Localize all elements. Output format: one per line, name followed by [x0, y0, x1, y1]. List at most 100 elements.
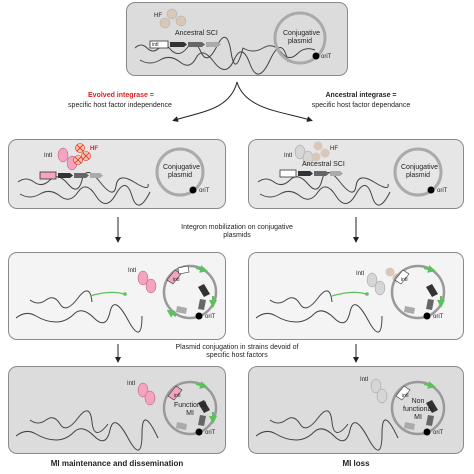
chromosome-line — [17, 172, 149, 193]
intI-protein — [374, 280, 386, 296]
mi-cassette — [176, 306, 187, 314]
green-marker — [195, 265, 208, 273]
oriT-label: oriT — [205, 430, 216, 436]
mi-cassette — [198, 415, 206, 426]
plasmid-label: Conjugative plasmid — [163, 164, 200, 179]
mi-cassette — [426, 299, 434, 310]
oriT-label: oriT — [433, 430, 444, 436]
hf-protein — [166, 8, 178, 20]
intI-gene — [279, 169, 297, 178]
hf-crossed — [73, 143, 91, 165]
oriT-dot — [427, 186, 435, 194]
step-mobilization: Integron mobilization on conjugative pla… — [181, 224, 293, 239]
oriT-dot — [423, 312, 431, 320]
cassette-arrow — [206, 42, 221, 47]
green-path — [331, 291, 367, 297]
outcome-left: MI maintenance and dissemination — [50, 459, 184, 468]
cassette-arrow — [314, 171, 329, 176]
oriT-dot — [195, 428, 203, 436]
oriT-dot — [189, 186, 197, 194]
mi-status-label: Functional MI — [174, 402, 207, 417]
intI-protein-label: IntI — [44, 153, 53, 159]
plasmid — [155, 147, 205, 197]
mi-cassette — [166, 269, 182, 285]
plasmid — [162, 380, 218, 436]
chromosome-line — [269, 410, 349, 433]
chromosome-line — [259, 185, 391, 206]
mi-status-label: Non functional MI — [403, 398, 433, 421]
left-branch-subtitle: specific host factor independence — [68, 102, 172, 109]
right-branch-title: Ancestral integrase = — [325, 92, 397, 99]
intI-protein-label: IntI — [284, 153, 293, 159]
sci-label: Ancestral SCI — [175, 30, 218, 37]
plasmid — [393, 147, 443, 197]
mi-cassette — [426, 400, 438, 413]
intI-protein — [366, 272, 378, 288]
hf-protein — [175, 15, 187, 27]
chromosome-line — [15, 419, 159, 451]
intI-protein — [294, 144, 306, 160]
mi-cassette — [395, 385, 411, 401]
intI-gene-label: intI — [174, 393, 181, 399]
outcome-right: MI loss — [342, 459, 370, 468]
right-branch-subtitle: specific host factor dependance — [311, 102, 411, 109]
oriT-dot — [312, 52, 320, 60]
cassette-arrow — [298, 171, 313, 176]
oriT-label: oriT — [437, 188, 448, 194]
chromosome-line — [255, 304, 383, 333]
plasmid-label: Conjugative plasmid — [283, 30, 320, 45]
intI-gene — [39, 171, 57, 180]
intI-gene-label: intI — [173, 277, 180, 283]
plasmid — [390, 264, 446, 320]
intI-gene — [149, 40, 169, 49]
oriT-label: oriT — [205, 314, 216, 320]
intI-protein-label: IntI — [128, 268, 137, 274]
chromosome-line — [29, 290, 93, 309]
mi-cassette — [167, 385, 183, 401]
intI-gene-label: intI — [152, 42, 159, 48]
cassette-arrow — [90, 173, 103, 178]
mi-cassette — [198, 299, 206, 310]
chromosome-line — [257, 172, 389, 193]
green-path — [89, 291, 125, 297]
oriT-dot — [423, 428, 431, 436]
branch-arrow-right — [236, 81, 313, 122]
evolved-recipient-cell — [8, 366, 226, 454]
intI-gene-label: intI — [401, 277, 408, 283]
plasmid — [390, 380, 446, 436]
mi-cassette — [404, 306, 415, 314]
green-marker — [195, 381, 208, 389]
chromosome-line — [255, 419, 399, 451]
mi-cassette — [198, 400, 210, 413]
hf-protein — [159, 17, 171, 29]
hf-label: HF — [330, 146, 338, 152]
cassette-arrow — [170, 42, 187, 47]
step-conjugation: Plasmid conjugation in strains devoid of… — [175, 344, 299, 359]
hf-label: HF — [154, 13, 162, 19]
intI-gene-label: intI — [402, 393, 409, 399]
cassette-arrow — [188, 42, 205, 47]
hf-protein — [385, 267, 395, 277]
green-dot — [123, 292, 127, 296]
intI-protein — [57, 147, 69, 163]
mi-cassette — [177, 265, 190, 275]
left-branch-title: Evolved integrase = — [88, 92, 154, 99]
intI-protein — [144, 390, 156, 406]
green-marker — [423, 265, 436, 273]
intI-protein — [137, 270, 149, 286]
mi-cassette — [426, 284, 438, 297]
plasmid — [162, 264, 218, 320]
oriT-label: oriT — [433, 314, 444, 320]
intI-protein — [376, 388, 388, 404]
green-marker — [166, 309, 177, 318]
plasmid — [273, 11, 327, 65]
hf-label: HF — [90, 146, 98, 152]
chromosome-line — [139, 47, 289, 75]
intI-protein-label: IntI — [356, 271, 365, 277]
cassette-arrow — [74, 173, 89, 178]
cassette-arrow — [330, 171, 343, 176]
hf-protein — [311, 152, 321, 162]
hf-protein — [320, 148, 330, 158]
intI-protein-label: IntI — [127, 381, 136, 387]
